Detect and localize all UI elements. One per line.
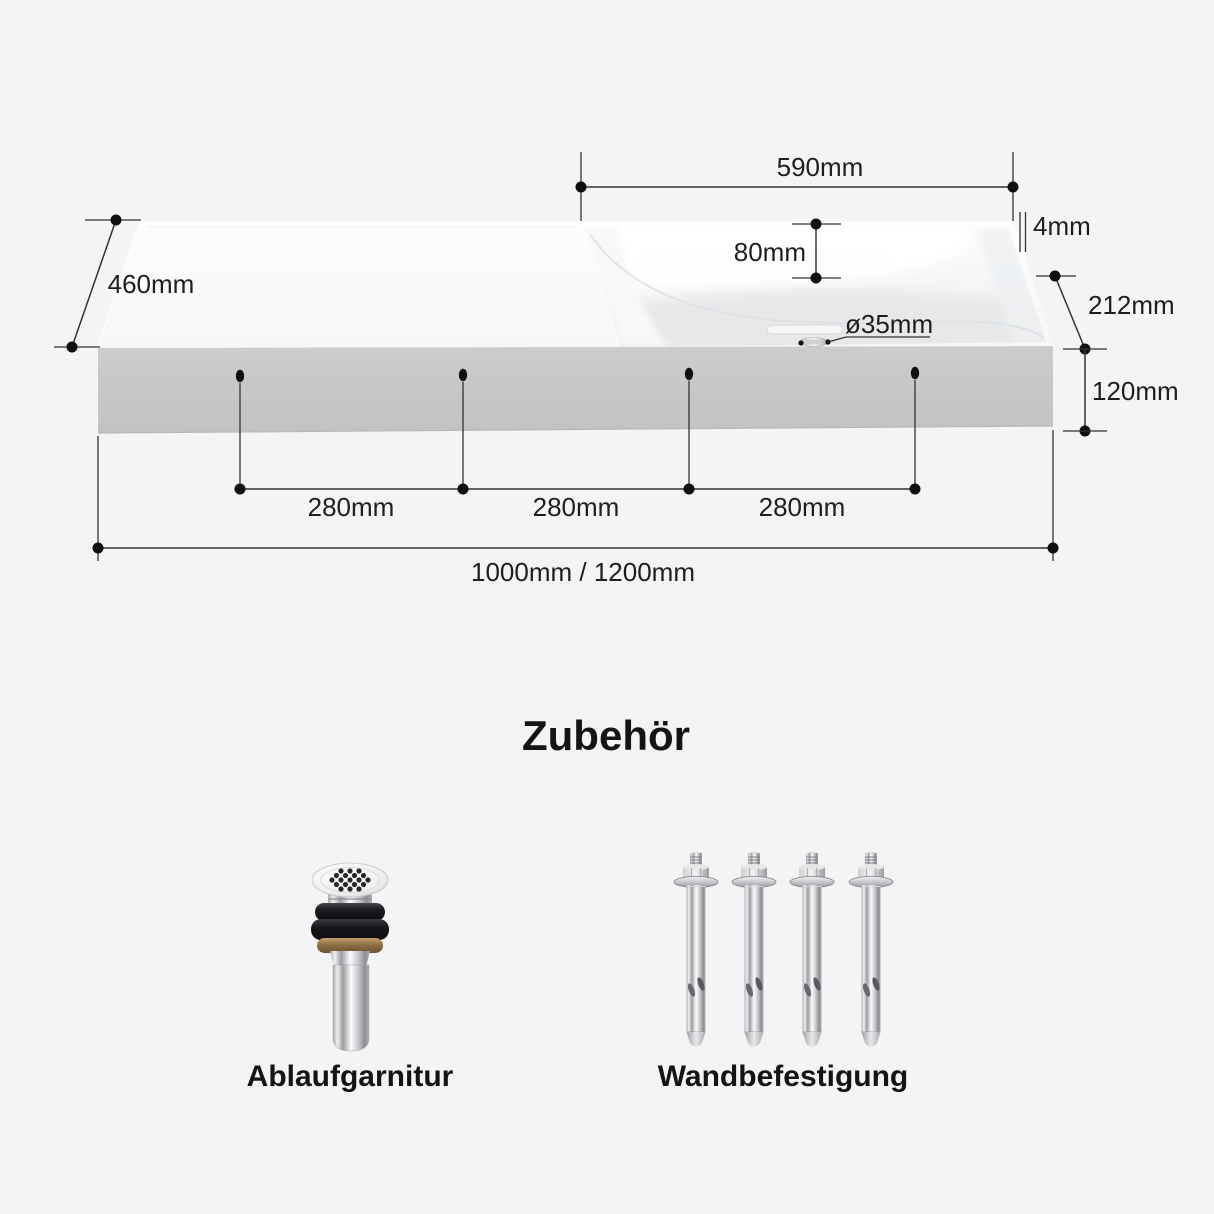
drain-fitting-illustration: Ablaufgarnitur bbox=[247, 862, 454, 1093]
faucet-slot bbox=[766, 324, 844, 335]
dim-front-height: 120mm bbox=[1063, 349, 1179, 437]
dim-hole-spacing-left-label: 280mm bbox=[308, 492, 395, 522]
brass-washer bbox=[317, 938, 383, 953]
dim-drain-diameter: ø35mm bbox=[798, 309, 933, 346]
dim-rim-thickness: 4mm bbox=[1019, 211, 1091, 252]
rubber-gasket-lower bbox=[311, 919, 389, 940]
sink-front-face bbox=[98, 346, 1053, 433]
drain-collar bbox=[330, 951, 370, 967]
sink-body bbox=[97, 220, 1054, 434]
dim-basin-depth: 80mm bbox=[734, 218, 841, 284]
drain-hole bbox=[799, 337, 829, 347]
sink-front-bottom-edge bbox=[97, 425, 1054, 434]
dim-back-height-label: 212mm bbox=[1088, 290, 1175, 320]
mounting-hole-1 bbox=[235, 369, 245, 383]
strainer-cap bbox=[311, 862, 389, 898]
strainer-holes bbox=[329, 868, 371, 892]
dim-drain-diameter-label: ø35mm bbox=[845, 309, 933, 339]
wall-anchors-illustration: Wandbefestigung bbox=[658, 851, 909, 1093]
wall-anchors-label: Wandbefestigung bbox=[658, 1060, 909, 1093]
dim-total-width-label: 1000mm / 1200mm bbox=[471, 557, 695, 587]
dim-rim-thickness-label: 4mm bbox=[1033, 211, 1091, 241]
mounting-holes bbox=[235, 366, 920, 383]
drain-fitting-label: Ablaufgarnitur bbox=[247, 1060, 454, 1093]
dim-hole-spacing: 280mm 280mm 280mm bbox=[234, 380, 921, 522]
rubber-gasket-upper bbox=[315, 903, 385, 921]
dim-basin-depth-label: 80mm bbox=[734, 237, 806, 267]
dim-basin-width-label: 590mm bbox=[777, 152, 864, 182]
dim-total-depth: 460mm bbox=[54, 214, 195, 353]
dim-front-height-label: 120mm bbox=[1092, 376, 1179, 406]
dim-back-height: 212mm bbox=[1036, 270, 1175, 355]
basin-recess bbox=[584, 226, 1046, 347]
dim-hole-spacing-right-label: 280mm bbox=[759, 492, 846, 522]
sink-left-edge-highlight bbox=[97, 220, 141, 349]
dim-total-width: 1000mm / 1200mm bbox=[92, 430, 1059, 587]
dim-total-depth-label: 460mm bbox=[108, 269, 195, 299]
basin-shading bbox=[584, 226, 1046, 347]
drain-tailpiece-tube bbox=[332, 964, 370, 1052]
mounting-hole-2 bbox=[458, 368, 468, 382]
mounting-hole-4 bbox=[910, 366, 920, 380]
mounting-hole-3 bbox=[684, 367, 694, 381]
accessories-title: Zubehör bbox=[522, 712, 690, 759]
dim-basin-width: 590mm bbox=[575, 152, 1019, 221]
dim-hole-spacing-mid-label: 280mm bbox=[533, 492, 620, 522]
